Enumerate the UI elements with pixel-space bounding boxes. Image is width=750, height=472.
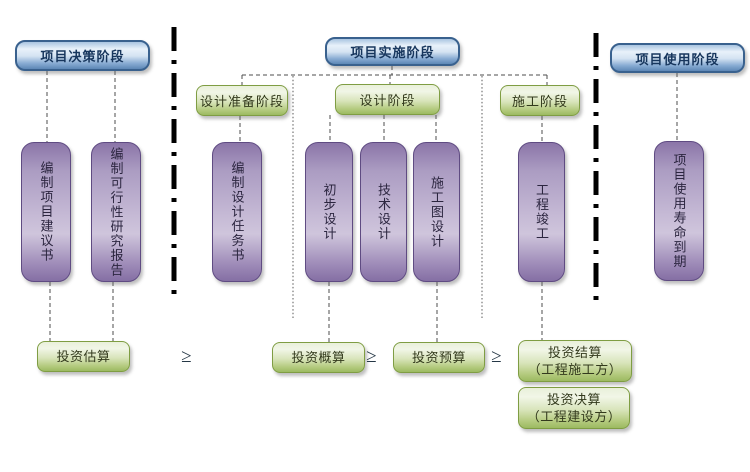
cost-sublabel-final-account: （工程建设方）: [526, 409, 622, 424]
cost-box-settlement: 投资结算 （工程施工方）: [518, 340, 632, 382]
phase-box-use: 项目使用阶段: [610, 43, 745, 73]
stage-box-design-prep: 设计准备阶段: [196, 85, 288, 116]
activity-label-feasibility: 编制可行性研究报告: [108, 146, 124, 278]
gte-symbol-1: ≥: [181, 346, 192, 367]
stage-label-construction: 施工阶段: [511, 94, 568, 109]
cost-box-estimate: 投资估算: [37, 341, 130, 372]
activity-label-lifespan-end: 项目使用寿命到期: [671, 153, 687, 269]
stage-label-design-prep: 设计准备阶段: [199, 94, 284, 109]
cost-label-settlement: 投资结算: [547, 345, 602, 360]
activity-label-technical-design: 技术设计: [376, 183, 391, 241]
activity-box-design-task: 编制设计任务书: [212, 142, 262, 282]
cost-label-budget: 投资概算: [291, 350, 346, 365]
activity-label-preliminary-design: 初步设计: [321, 183, 337, 241]
activity-box-construction-drawing: 施工图设计: [413, 142, 460, 282]
activity-box-preliminary-design: 初步设计: [305, 142, 353, 282]
phase-label-implementation: 项目实施阶段: [350, 45, 435, 60]
cost-box-final-account: 投资决算 （工程建设方）: [518, 387, 630, 429]
phase-box-decision: 项目决策阶段: [15, 40, 150, 71]
stage-label-design: 设计阶段: [359, 93, 416, 108]
activity-label-construction-drawing: 施工图设计: [429, 175, 444, 249]
phase-label-use: 项目使用阶段: [635, 51, 720, 67]
activity-box-technical-design: 技术设计: [360, 142, 407, 282]
cost-sublabel-settlement: （工程施工方）: [527, 362, 623, 377]
gte-symbol-2: ≥: [366, 346, 377, 367]
activity-box-proposal: 编制项目建议书: [21, 142, 71, 282]
cost-box-prebudget: 投资预算: [393, 342, 485, 373]
cost-label-prebudget: 投资预算: [411, 350, 466, 365]
cost-label-estimate: 投资估算: [56, 349, 111, 364]
activity-label-proposal: 编制项目建议书: [38, 161, 54, 263]
stage-box-construction: 施工阶段: [500, 85, 580, 116]
cost-label-final-account: 投资决算: [546, 392, 601, 407]
activity-box-feasibility: 编制可行性研究报告: [91, 142, 141, 282]
gte-symbol-3: ≥: [491, 346, 502, 367]
activity-label-completion: 工程竣工: [534, 183, 549, 241]
activity-label-design-task: 编制设计任务书: [229, 161, 245, 263]
stage-box-design: 设计阶段: [335, 84, 440, 115]
cost-box-budget: 投资概算: [272, 342, 365, 373]
phase-label-decision: 项目决策阶段: [40, 49, 125, 64]
activity-box-lifespan-end: 项目使用寿命到期: [654, 141, 704, 281]
phase-box-implementation: 项目实施阶段: [325, 37, 460, 66]
activity-box-completion: 工程竣工: [518, 142, 565, 282]
